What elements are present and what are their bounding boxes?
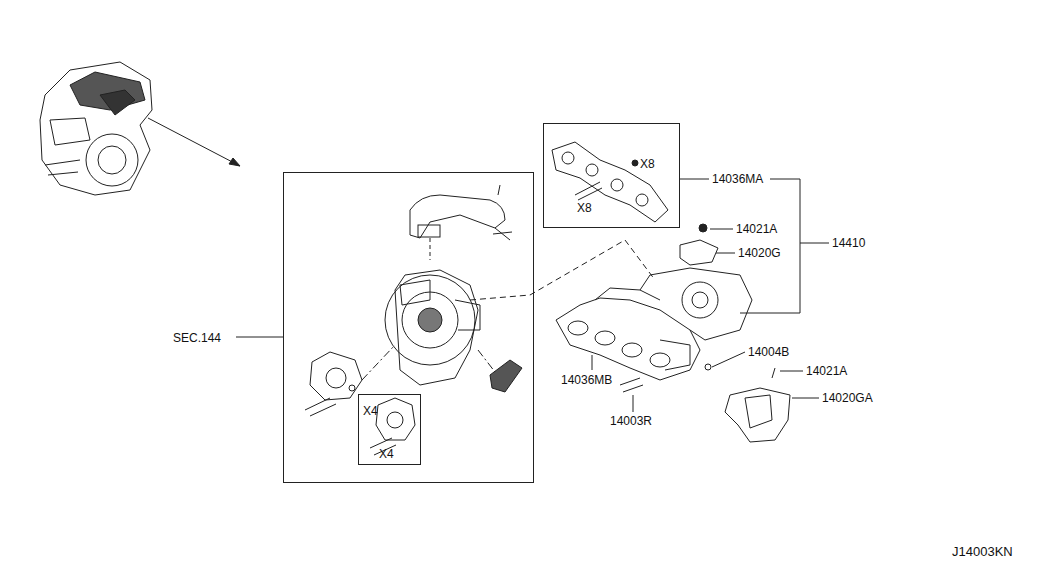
part-number: 14004B (748, 345, 789, 359)
part-number: 14020GA (822, 391, 873, 405)
part-number: 14036MA (712, 172, 763, 186)
bracket (725, 368, 790, 442)
part-number: 14003R (610, 414, 652, 428)
section-reference: SEC.144 (173, 331, 221, 345)
leader-line (236, 179, 829, 412)
quantity-note: X8 (640, 157, 655, 171)
bracket (680, 240, 718, 265)
part-number: 14036MB (561, 373, 612, 387)
gasket-box: X8X8 (543, 123, 680, 228)
diagram-code: J14003KN (952, 545, 1013, 559)
part-number: 14410 (832, 236, 865, 250)
exhaust-manifold (556, 268, 752, 392)
part-number: 14021A (806, 364, 847, 378)
turbocharger (385, 185, 512, 385)
outlet-flange (490, 360, 522, 392)
manifold-gasket (552, 142, 668, 222)
part-number: 14020G (738, 246, 781, 260)
arrow-head (229, 158, 240, 166)
view-arrow (148, 118, 240, 166)
section-box: SEC.144X4X4 (283, 172, 534, 483)
quantity-note: X4 (379, 447, 394, 461)
hardware-box: X4X4 (358, 394, 421, 465)
quantity-note: X4 (363, 404, 378, 418)
turbo-gasket (305, 352, 362, 416)
engine-sketch (40, 62, 152, 195)
quantity-note: X8 (577, 201, 592, 215)
part-number: 14021A (736, 222, 777, 236)
